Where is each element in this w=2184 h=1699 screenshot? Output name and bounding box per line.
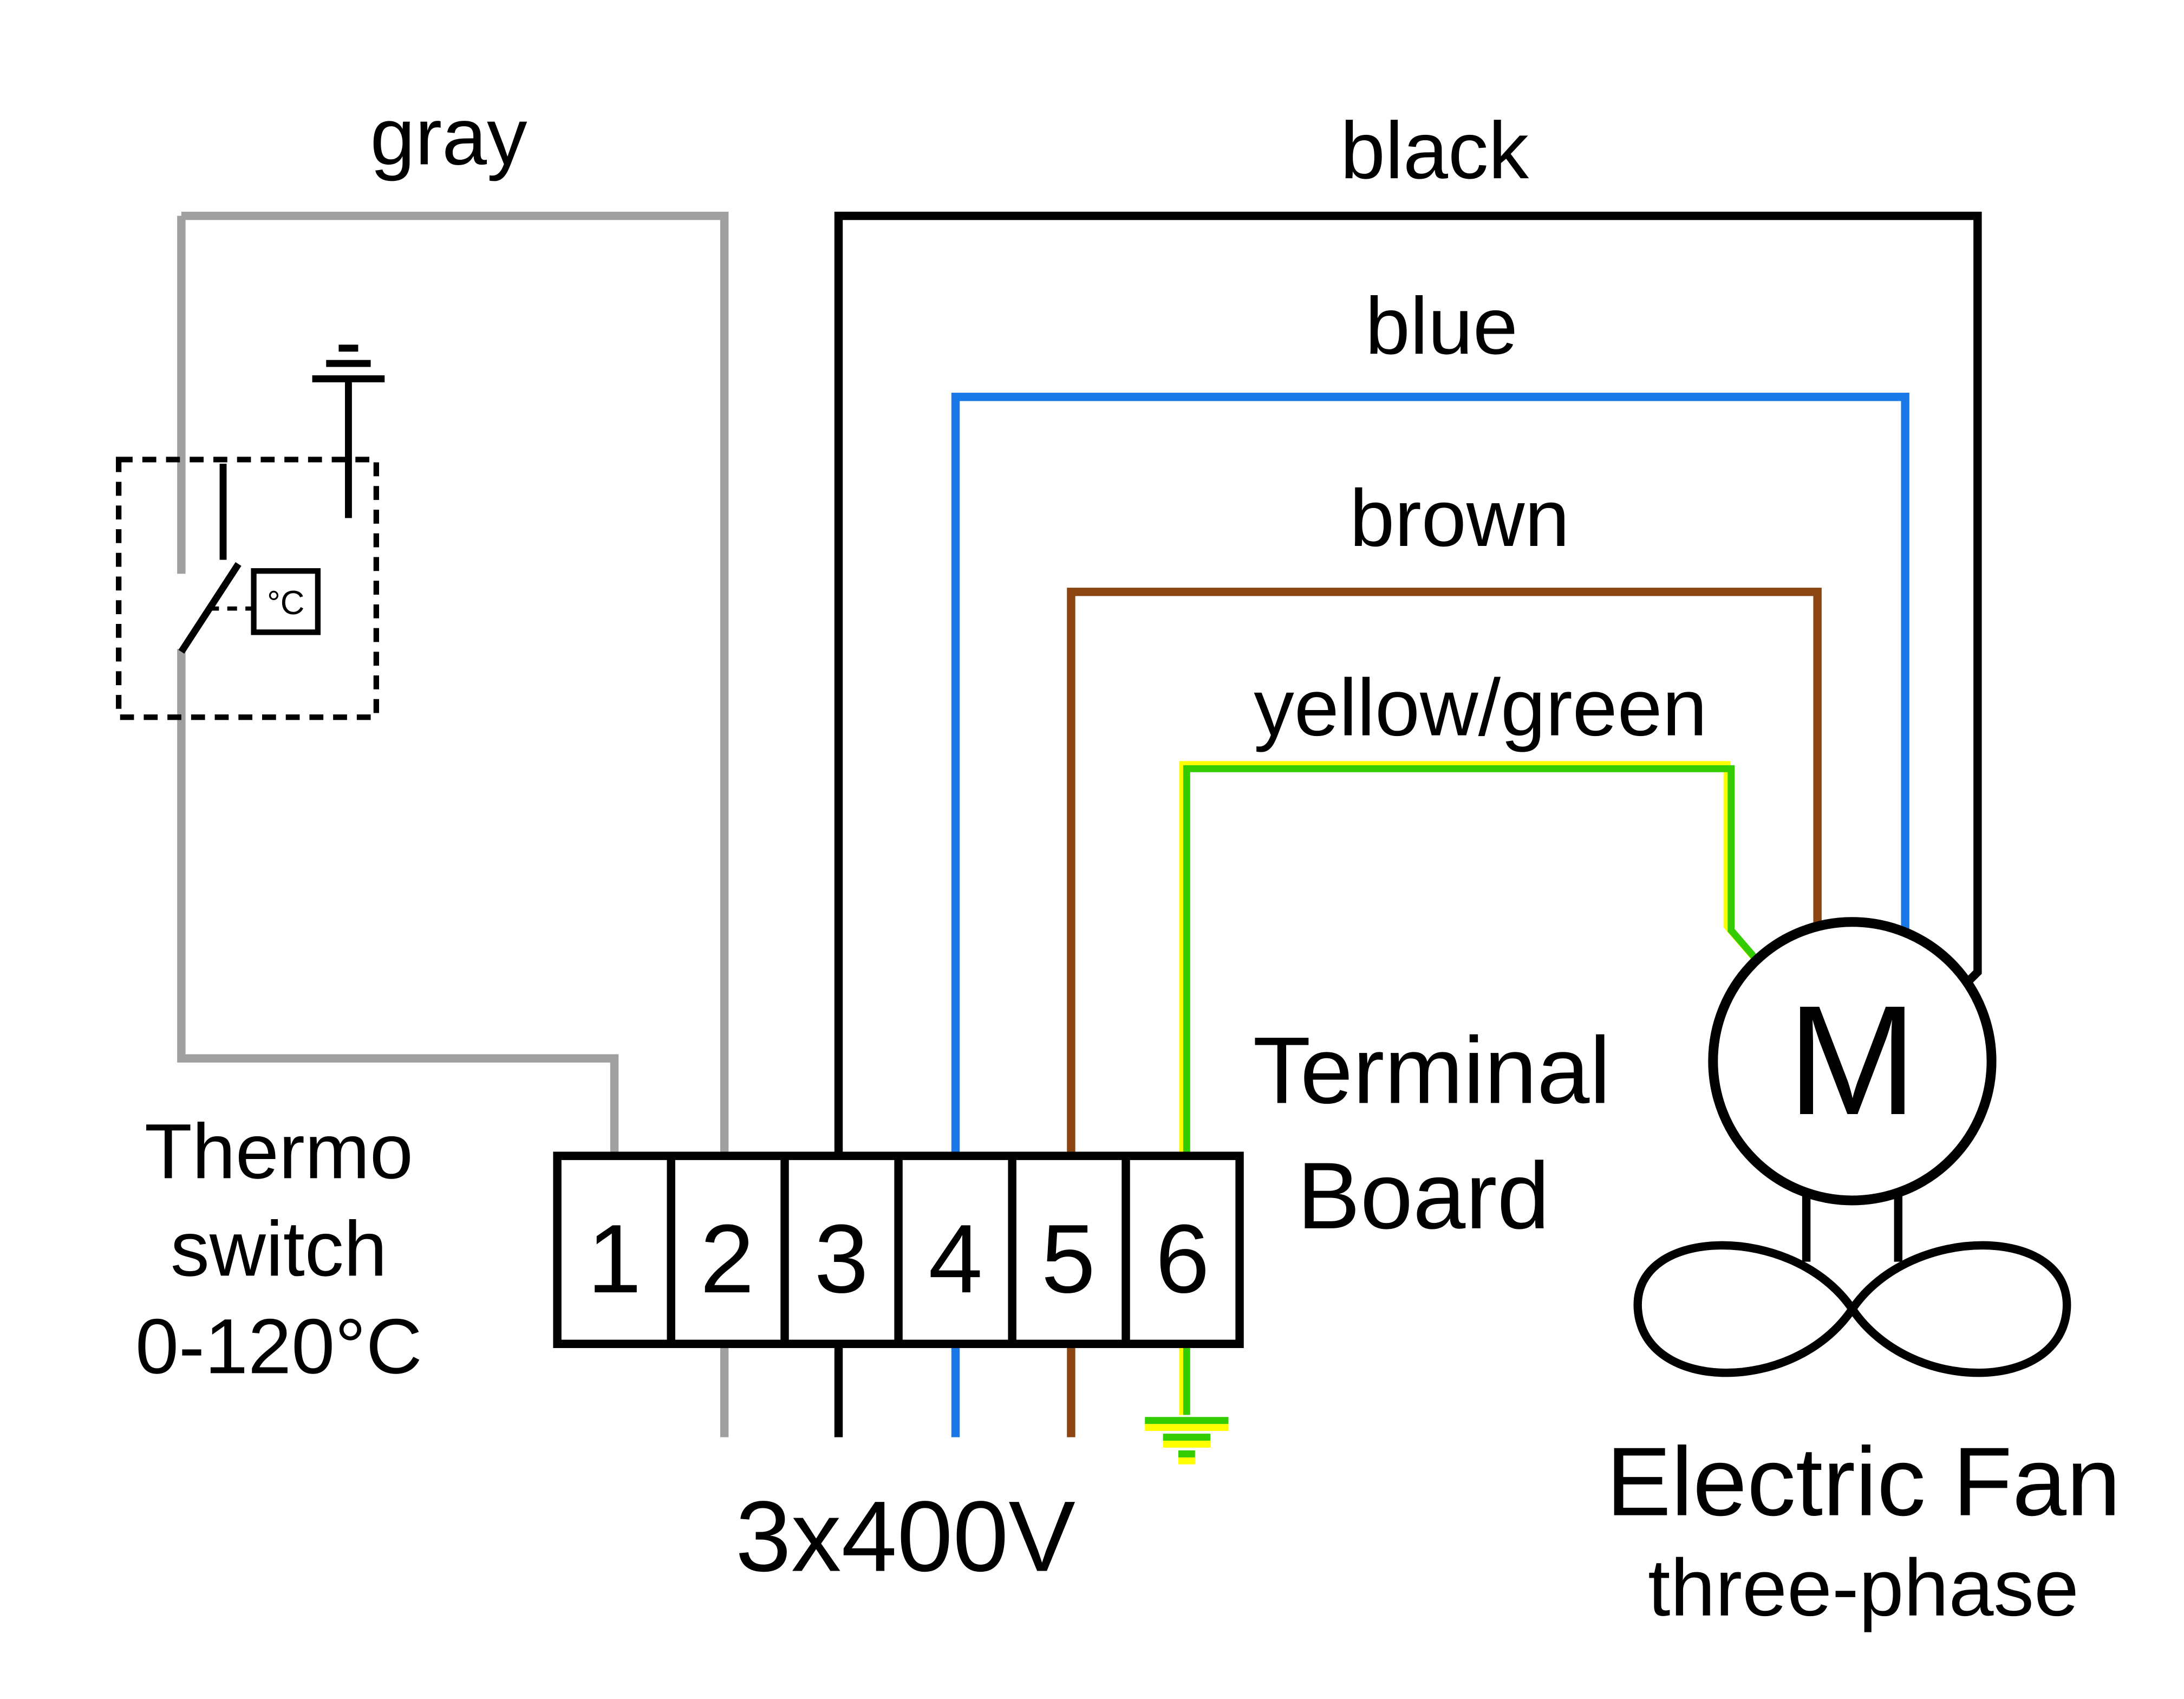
label-supply: 3x400V [735, 1480, 1075, 1592]
terminal-number-5: 5 [1041, 1205, 1096, 1313]
thermostat-icon [251, 568, 321, 635]
thermostat-icon-label: °C [267, 584, 304, 622]
motor-circle [1708, 917, 1997, 1206]
wire-gray-switch-lower-to-terminal1 [177, 649, 619, 1156]
earth-symbol-terminal6 [1145, 1344, 1229, 1464]
electric-fan-motor: M [1633, 917, 2071, 1377]
wire-blue-terminal4-to-motor [951, 393, 1909, 1156]
label-thermo-line1: Thermo [145, 1108, 413, 1195]
motor-letter: M [1787, 973, 1917, 1148]
labels: gray black blue brown yellow/green Therm… [135, 91, 2121, 1632]
ground-symbol-top [312, 344, 385, 518]
label-black: black [1340, 105, 1529, 196]
label-fan-line2: three-phase [1648, 1542, 2079, 1633]
wire-black-terminal3-to-motor [834, 211, 1982, 1156]
terminal-number-2: 2 [700, 1205, 754, 1313]
label-blue: blue [1365, 281, 1518, 371]
wires [177, 211, 1982, 1464]
thermo-switch: °C [116, 344, 385, 720]
terminal-number-3: 3 [814, 1205, 869, 1313]
wire-yellow-green-terminal6-to-motor [1179, 761, 1761, 1156]
label-yellow-green: yellow/green [1254, 662, 1707, 753]
label-thermo-line3: 0-120°C [135, 1303, 422, 1390]
wire-gray-top-to-terminal2 [181, 211, 729, 1156]
label-gray: gray [370, 91, 527, 181]
label-brown: brown [1349, 473, 1569, 563]
terminal-board: 1 2 3 4 5 6 [553, 1151, 1244, 1349]
thermo-switch-box [116, 457, 379, 720]
label-terminal-board-line2: Board [1297, 1143, 1550, 1249]
label-terminal-board-line1: Terminal [1253, 1018, 1611, 1123]
wire-green-strand [1183, 765, 1761, 1156]
terminal-number-1: 1 [587, 1205, 641, 1313]
fan-blades [1633, 1241, 2071, 1377]
terminal-number-6: 6 [1156, 1205, 1210, 1313]
label-thermo-line2: switch [171, 1205, 387, 1292]
label-fan-line1: Electric Fan [1606, 1428, 2121, 1537]
terminal-number-4: 4 [928, 1205, 982, 1313]
wire-brown-terminal5-to-motor [1067, 588, 1822, 1156]
